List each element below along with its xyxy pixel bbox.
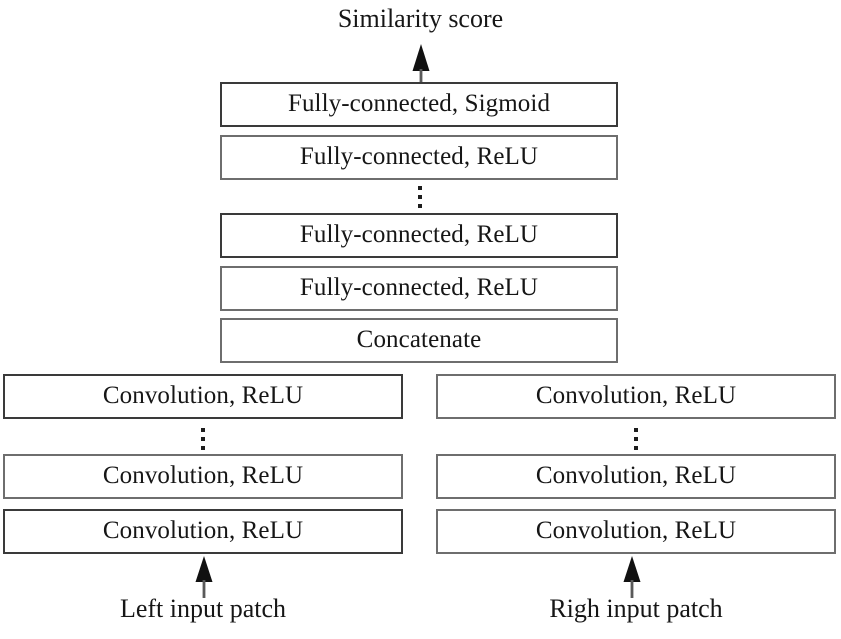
- output-label-similarity-score: Similarity score: [337, 4, 504, 33]
- layer-label: Convolution, ReLU: [535, 517, 737, 544]
- left-input-arrow-icon: [190, 556, 218, 598]
- layer-label: Fully-connected, ReLU: [299, 143, 539, 170]
- layer-fully-connected-sigmoid[interactable]: Fully-connected, Sigmoid: [220, 82, 618, 127]
- layer-concatenate[interactable]: Concatenate: [220, 318, 618, 363]
- layer-right-convolution-relu-top[interactable]: Convolution, ReLU: [436, 374, 836, 419]
- layer-left-convolution-relu-mid[interactable]: Convolution, ReLU: [3, 454, 403, 499]
- layer-label: Convolution, ReLU: [535, 462, 737, 489]
- layer-label: Fully-connected, ReLU: [299, 221, 539, 248]
- ellipsis-left-branch-icon: [196, 428, 210, 450]
- ellipsis-right-branch-icon: [629, 428, 643, 450]
- layer-label: Concatenate: [356, 326, 482, 353]
- layer-fully-connected-relu-bottom[interactable]: Fully-connected, ReLU: [220, 266, 618, 311]
- layer-label: Convolution, ReLU: [102, 382, 304, 409]
- right-input-arrow-icon: [618, 556, 646, 598]
- layer-label: Convolution, ReLU: [102, 517, 304, 544]
- layer-left-convolution-relu-bottom[interactable]: Convolution, ReLU: [3, 509, 403, 554]
- layer-label: Fully-connected, ReLU: [299, 274, 539, 301]
- layer-label: Convolution, ReLU: [535, 382, 737, 409]
- layer-label: Convolution, ReLU: [102, 462, 304, 489]
- layer-right-convolution-relu-mid[interactable]: Convolution, ReLU: [436, 454, 836, 499]
- layer-fully-connected-relu-mid[interactable]: Fully-connected, ReLU: [220, 213, 618, 258]
- output-arrow-icon: [407, 44, 435, 88]
- ellipsis-head-icon: [413, 186, 427, 208]
- layer-label: Fully-connected, Sigmoid: [287, 90, 551, 117]
- layer-right-convolution-relu-bottom[interactable]: Convolution, ReLU: [436, 509, 836, 554]
- layer-left-convolution-relu-top[interactable]: Convolution, ReLU: [3, 374, 403, 419]
- layer-fully-connected-relu-top[interactable]: Fully-connected, ReLU: [220, 135, 618, 180]
- right-input-patch-label: Righ input patch: [549, 594, 723, 623]
- left-input-patch-label: Left input patch: [119, 594, 287, 623]
